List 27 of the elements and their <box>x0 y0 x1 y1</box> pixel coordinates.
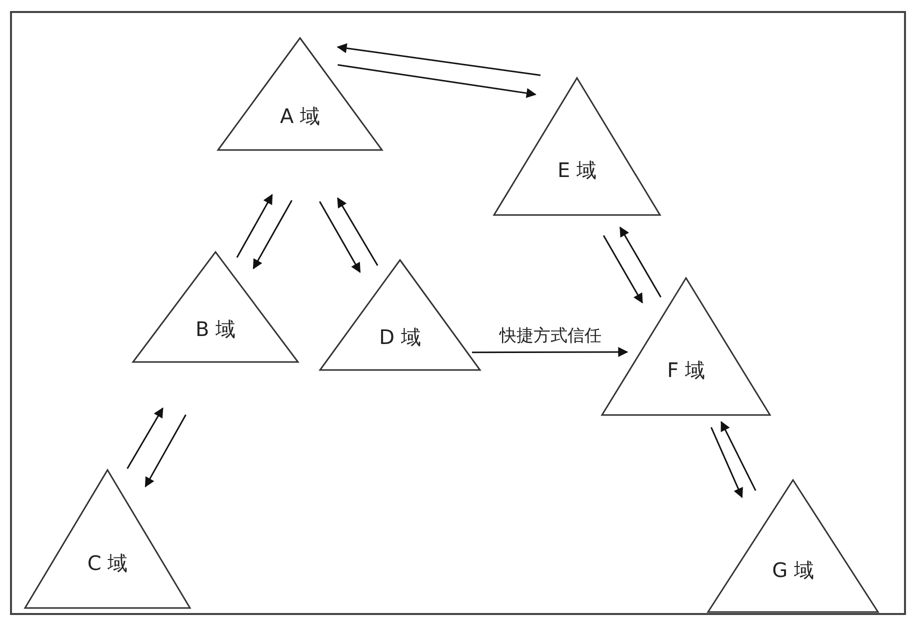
domain-triangle <box>25 470 190 608</box>
domain-triangle <box>708 480 878 612</box>
arrow <box>236 194 273 258</box>
arrow <box>338 64 536 98</box>
arrow <box>144 414 186 488</box>
arrow <box>319 201 361 273</box>
domain-label: B 域 <box>194 316 237 343</box>
arrow <box>620 226 662 298</box>
arrow <box>720 420 756 491</box>
domain-triangle <box>133 252 298 362</box>
domain-label: G 域 <box>771 556 815 584</box>
domain-triangle <box>218 38 382 150</box>
arrow <box>336 43 541 76</box>
arrow <box>710 427 743 498</box>
domain-label: A 域 <box>278 102 322 130</box>
arrow <box>472 347 628 357</box>
arrow <box>252 200 292 270</box>
domain-label: F 域 <box>666 357 706 384</box>
domain-triangle <box>320 260 480 370</box>
arrow <box>126 407 164 469</box>
domain-triangle <box>602 278 770 415</box>
arrow <box>602 235 643 304</box>
domain-triangle <box>494 78 660 215</box>
domain-label: E 域 <box>556 157 598 184</box>
domain-label: C 域 <box>86 550 129 578</box>
domain-label: D 域 <box>378 324 422 351</box>
arrow <box>337 197 378 266</box>
